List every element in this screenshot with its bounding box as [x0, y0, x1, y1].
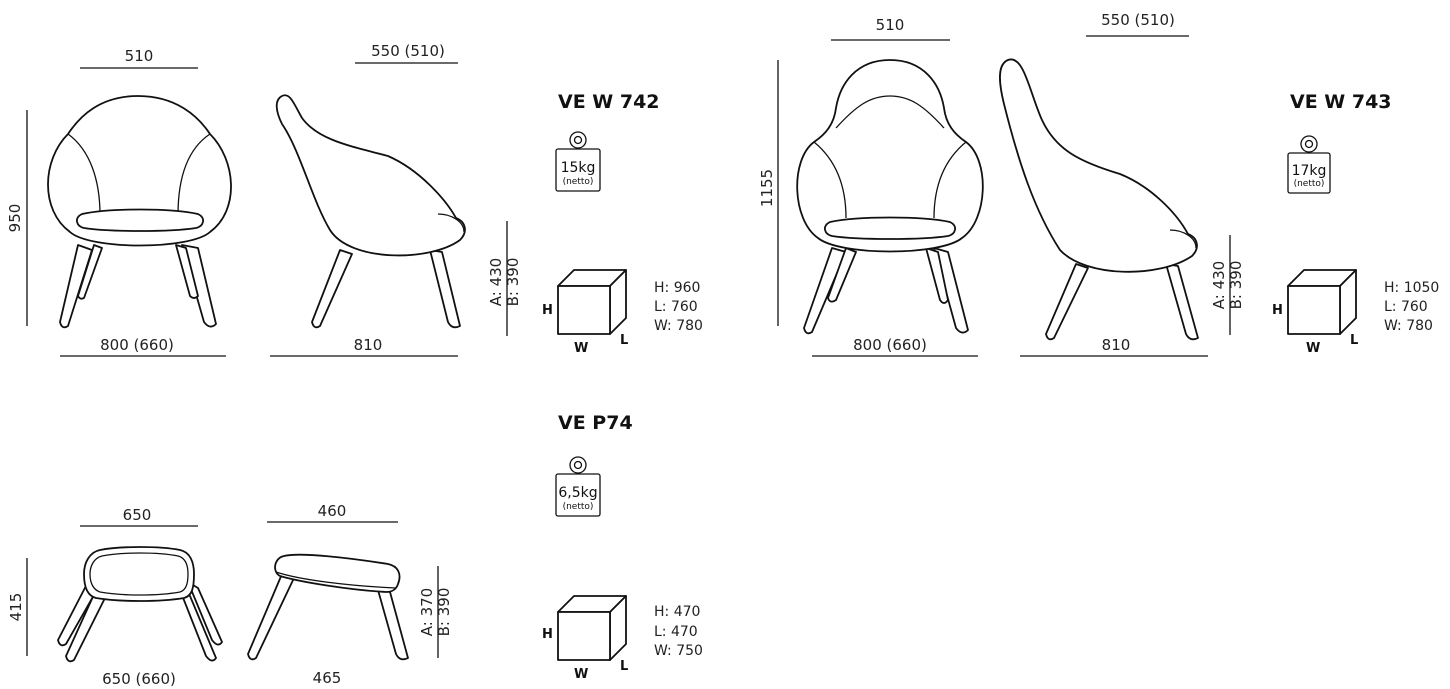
- p74-weight-note: (netto): [563, 502, 594, 512]
- w742-box-length: L: 760: [654, 299, 698, 315]
- w742-box-axis-h: H: [542, 303, 553, 318]
- p74-front-width-label: 650: [123, 506, 152, 524]
- w743-side-seat-edge: [1169, 229, 1197, 249]
- w743-product-code: VE W 743: [1290, 91, 1392, 113]
- w742-box-icon: H W L: [542, 269, 628, 356]
- p74-front-leg-right: [179, 589, 217, 662]
- w742-weight-note: (netto): [563, 177, 594, 187]
- p74-seat-b-label: B: 390: [435, 588, 453, 637]
- w742-front-seat: [76, 208, 204, 232]
- w743-side-leg-back: [1165, 263, 1199, 341]
- w743-front-leg-left-back: [827, 247, 857, 303]
- w742-weight-icon: 15kg (netto): [555, 131, 601, 192]
- w742-box-axis-w: W: [574, 341, 588, 356]
- w743-front-seat: [824, 216, 956, 240]
- w743-box-width: W: 780: [1384, 318, 1433, 334]
- w742-box-axis-l: L: [620, 333, 628, 348]
- w743-base-width-label: 800 (660): [853, 336, 927, 354]
- w742-side-shell: [275, 94, 466, 257]
- w742-height-label: 950: [6, 204, 24, 233]
- w743-weight-note: (netto): [1294, 179, 1325, 189]
- w742-front-arm-right: [177, 133, 211, 216]
- p74-seat-a-label: A: 370: [418, 588, 436, 636]
- w742-front-leg-right-back: [175, 244, 199, 299]
- w742-side-leg-back: [429, 249, 461, 329]
- p74-height-label: 415: [7, 593, 25, 622]
- w743-box-height: H: 1050: [1384, 280, 1439, 296]
- w742-front-view: 510 950 800 (660): [6, 47, 232, 357]
- p74-front-leg-right-back: [187, 581, 223, 646]
- w742-info: VE W 742 15kg (netto) H W L H: 960 L: 76…: [542, 91, 703, 356]
- w742-weight-value: 15kg: [561, 160, 596, 176]
- p74-box-length: L: 470: [654, 624, 698, 640]
- w743-box-axis-h: H: [1272, 303, 1283, 318]
- w743-front-width-label: 510: [876, 16, 905, 34]
- p74-base-depth-label: 465: [313, 669, 342, 687]
- w743-box-axis-l: L: [1350, 333, 1358, 348]
- w743-side-view: 550 (510) 810 A: 430 B: 390: [999, 11, 1245, 357]
- w742-product-code: VE W 742: [558, 91, 660, 113]
- p74-box-width: W: 750: [654, 643, 703, 659]
- p74-box-height: H: 470: [654, 604, 700, 620]
- w743-front-headrest: [835, 95, 945, 129]
- w742-side-leg-front: [311, 249, 353, 329]
- w743-height-label: 1155: [758, 169, 776, 207]
- p74-side-depth-label: 460: [318, 502, 347, 520]
- p74-side-leg-front: [247, 573, 295, 661]
- w742-base-width-label: 800 (660): [100, 336, 174, 354]
- p74-front-cushion: [83, 546, 195, 602]
- p74-side-leg-back: [377, 589, 409, 661]
- w742-side-seat-edge: [437, 213, 465, 233]
- w743-front-leg-right: [933, 247, 969, 334]
- w743-front-leg-left: [803, 247, 847, 335]
- w743-front-shell: [796, 59, 984, 253]
- w742-front-leg-left: [59, 244, 93, 329]
- p74-front-leg-left-back: [57, 581, 99, 647]
- p74-info: VE P74 6,5kg (netto) H W L H: 470 L: 470…: [542, 412, 703, 682]
- w743-info: VE W 743 17kg (netto) H W L H: 1050 L: 7…: [1272, 91, 1439, 356]
- w743-side-leg-front: [1045, 263, 1089, 341]
- w743-side-depth-label: 550 (510): [1101, 11, 1175, 29]
- w743-box-icon: H W L: [1272, 269, 1358, 356]
- p74-side-cushion: [274, 553, 401, 593]
- w742-box-width: W: 780: [654, 318, 703, 334]
- p74-front-leg-left: [65, 589, 107, 663]
- w743-weight-value: 17kg: [1292, 163, 1327, 179]
- w743-side-shell: [999, 58, 1198, 273]
- p74-side-cushion-edge: [275, 571, 397, 589]
- p74-front-cushion-inner: [89, 552, 189, 596]
- w742-seat-a-label: A: 430: [487, 258, 505, 306]
- p74-weight-icon: 6,5kg (netto): [555, 456, 601, 517]
- w743-box-axis-w: W: [1306, 341, 1320, 356]
- w742-front-width-label: 510: [125, 47, 154, 65]
- w742-side-depth-label: 550 (510): [371, 42, 445, 60]
- w742-seat-b-label: B: 390: [504, 258, 522, 307]
- w742-front-arm-left: [67, 133, 101, 216]
- w742-front-leg-left-back: [77, 244, 103, 300]
- w742-box-height: H: 960: [654, 280, 700, 296]
- w743-front-view: 510 1155 800 (660): [758, 16, 984, 357]
- w743-front-leg-right-back: [925, 247, 949, 304]
- p74-box-icon: H W L: [542, 595, 628, 682]
- w743-front-arm-right: [933, 141, 967, 219]
- p74-box-axis-l: L: [620, 659, 628, 674]
- w743-front-arm-left: [813, 141, 847, 219]
- p74-weight-value: 6,5kg: [558, 485, 597, 501]
- w743-base-depth-label: 810: [1102, 336, 1131, 354]
- p74-base-width-label: 650 (660): [102, 670, 176, 688]
- w742-base-depth-label: 810: [354, 336, 383, 354]
- w742-side-view: 550 (510) 810 A: 430 B: 390: [270, 42, 522, 357]
- p74-front-view: 650 415 650 (660): [7, 506, 223, 688]
- w743-box-length: L: 760: [1384, 299, 1428, 315]
- p74-side-view: 460 465 A: 370 B: 390: [247, 502, 453, 687]
- p74-box-axis-h: H: [542, 627, 553, 642]
- w743-seat-b-label: B: 390: [1227, 261, 1245, 310]
- w743-weight-icon: 17kg (netto): [1287, 135, 1331, 194]
- p74-product-code: VE P74: [558, 412, 633, 434]
- p74-box-axis-w: W: [574, 667, 588, 682]
- w743-seat-a-label: A: 430: [1210, 261, 1228, 309]
